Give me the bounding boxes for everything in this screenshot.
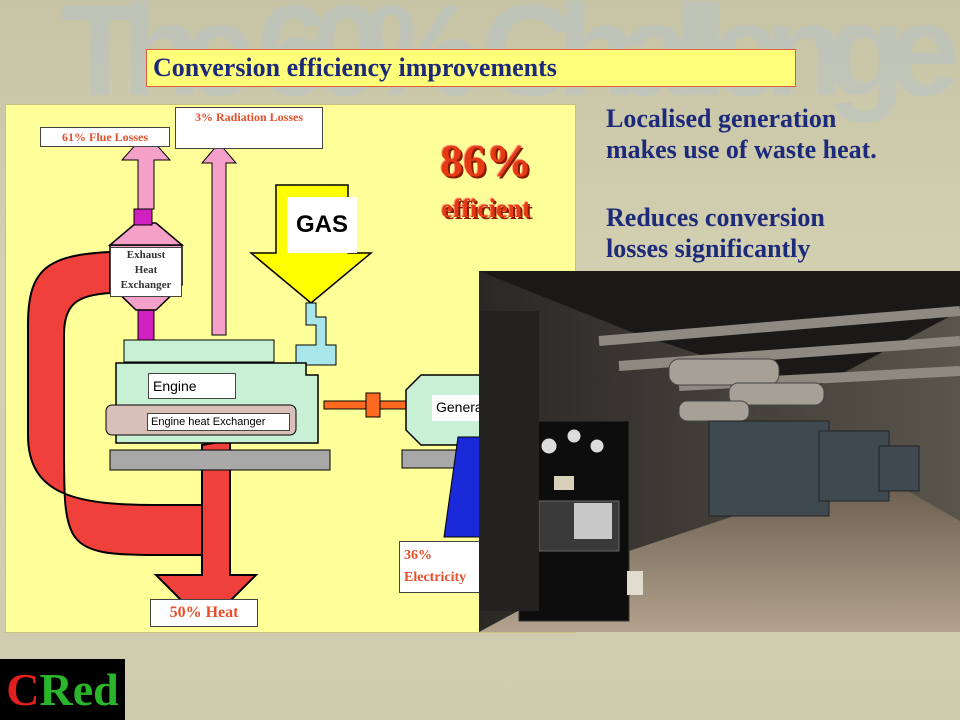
exhaust-label-line-3: Exchanger: [120, 279, 172, 291]
gas-label: GAS: [287, 197, 357, 253]
exhaust-flap: [133, 208, 153, 226]
bullet-1-line-1: Localised generation: [606, 104, 837, 133]
bullet-conversion-losses: Reduces conversion losses significantly: [606, 202, 825, 264]
white-panel: [574, 503, 612, 539]
photo-bin: [627, 571, 643, 595]
exhaust-heat-exchanger-label: Exhaust Heat Exchanger: [110, 247, 182, 297]
heat-pipe: [27, 250, 203, 556]
efficiency-word: efficient: [441, 194, 531, 223]
flue-losses-label: 61% Flue Losses: [40, 127, 170, 147]
exhaust-label-line-1: Exhaust: [126, 249, 166, 261]
engine-label: Engine: [148, 373, 236, 399]
engine-heat-exchanger-label: Engine heat Exchanger: [147, 413, 290, 431]
plant-room-illustration: [479, 271, 960, 632]
logo-c: C: [6, 664, 40, 715]
electricity-percent: 36%: [404, 548, 432, 563]
radiation-arrow: [200, 142, 238, 336]
gauges: [540, 428, 605, 455]
insulated-pipes: [668, 358, 825, 422]
bullet-2-line-2: losses significantly: [606, 234, 811, 263]
gas-valve: [295, 302, 337, 366]
engine-units: [708, 420, 920, 517]
heat-label: 50% Heat: [150, 599, 258, 627]
engine-top: [123, 339, 275, 363]
logo-red: Red: [39, 664, 119, 715]
cred-logo: CRed: [0, 659, 125, 720]
coupling: [365, 392, 381, 418]
bullet-2-line-1: Reduces conversion: [606, 203, 825, 232]
left-vessel: [479, 311, 539, 611]
slide-title: Conversion efficiency improvements: [146, 49, 796, 87]
exhaust-label-line-2: Heat: [134, 264, 158, 276]
electricity-word: Electricity: [404, 570, 467, 585]
bullet-waste-heat: Localised generation makes use of waste …: [606, 103, 877, 165]
exhaust-top-cone: [107, 222, 185, 246]
electricity-label: 36% Electricity: [399, 541, 491, 593]
chp-plant-photo: [479, 271, 960, 632]
radiation-losses-label: 3% Radiation Losses: [175, 107, 323, 149]
notice-board: [554, 476, 574, 490]
engine-base: [109, 449, 331, 471]
bullet-1-line-2: makes use of waste heat.: [606, 135, 877, 164]
efficiency-value: 86%: [440, 135, 532, 186]
